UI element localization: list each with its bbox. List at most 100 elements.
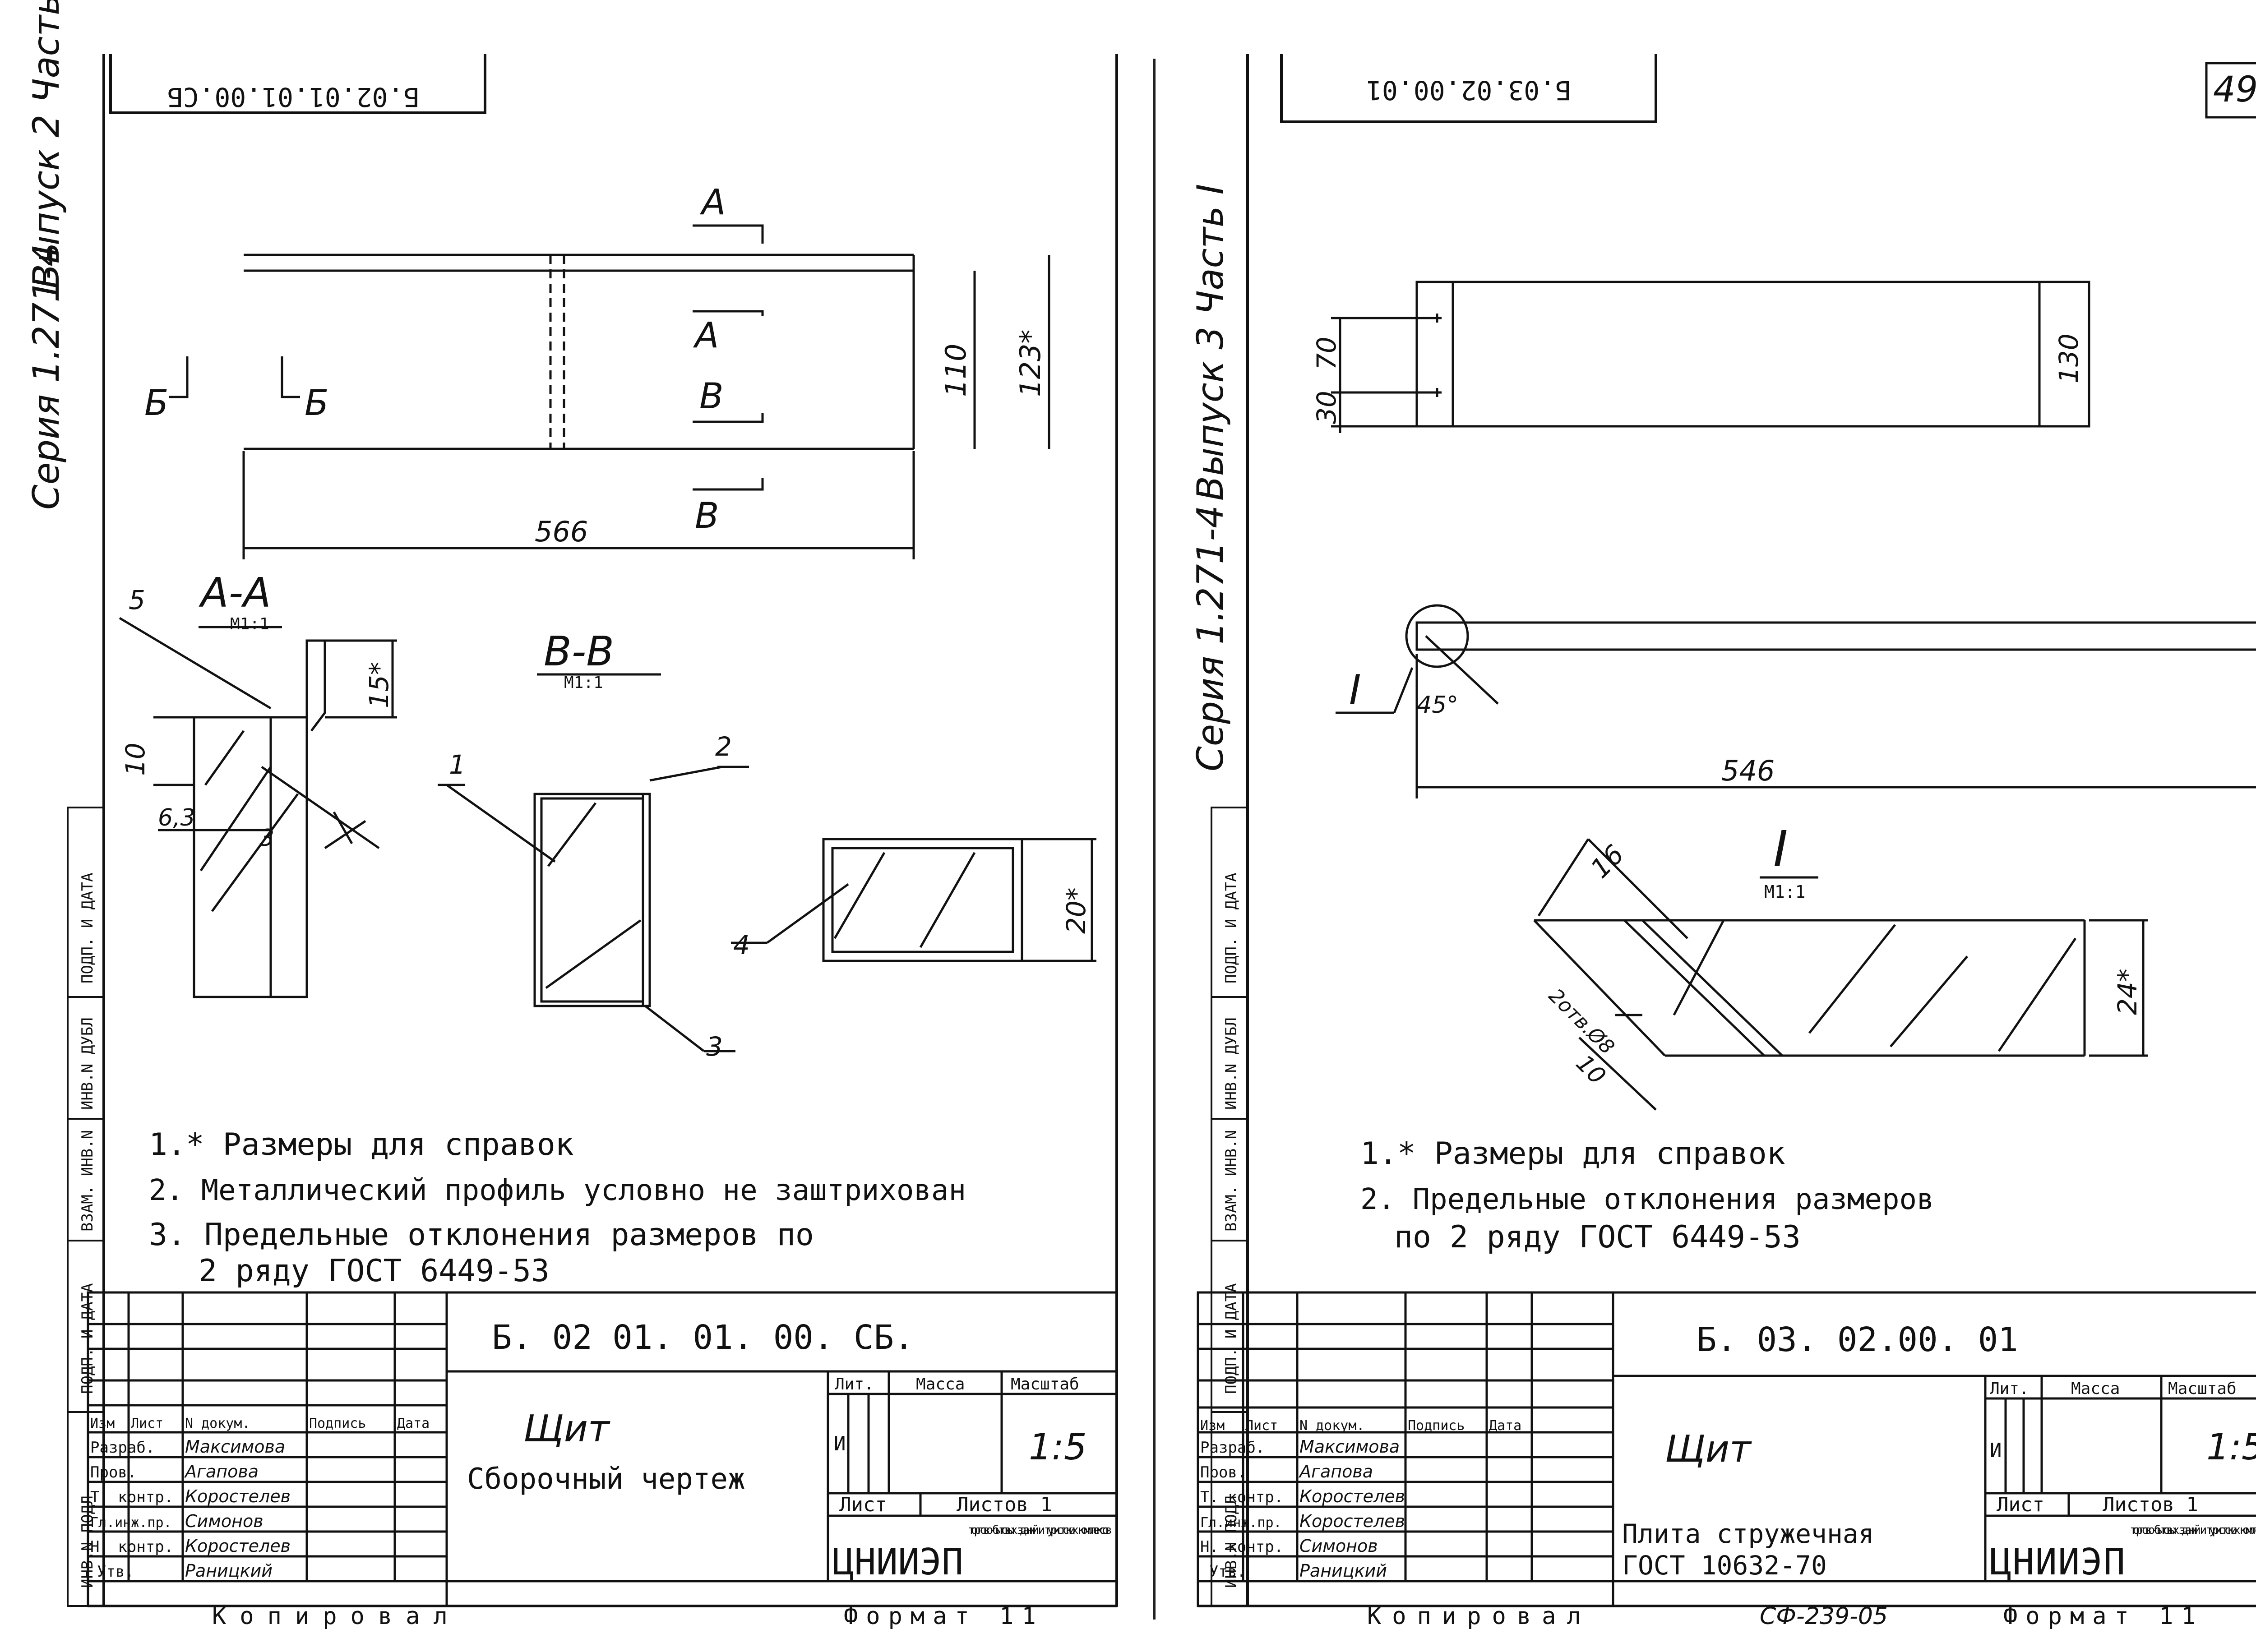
- svg-text:N докум.: N докум.: [1299, 1418, 1365, 1434]
- dim-10: 10: [120, 743, 151, 776]
- page-number: 49: [2213, 69, 2256, 110]
- svg-text:Симонов: Симонов: [185, 1511, 264, 1531]
- marker-b-left: Б: [144, 383, 169, 424]
- svg-text:ВЗАМ. ИНВ.N: ВЗАМ. ИНВ.N: [79, 1130, 97, 1232]
- right-doc-code: Б. 03. 02.00. 01: [1697, 1320, 2018, 1359]
- marker-v-mid: В: [699, 376, 724, 417]
- svg-text:Лист: Лист: [131, 1416, 163, 1431]
- page-number-box: [2205, 62, 2256, 119]
- left-title-block: [87, 1291, 1118, 1607]
- left-stamp-strip: ИНВ.N ПОДЛ ПОДП. И ДАТА ВЗАМ. ИНВ.N ИНВ.…: [67, 807, 105, 1607]
- svg-text:2 ряду ГОСТ 6449-53: 2 ряду ГОСТ 6449-53: [199, 1253, 550, 1289]
- dim-16: 16: [1585, 839, 1630, 884]
- svg-text:Пров.: Пров.: [1200, 1463, 1246, 1481]
- right-tb-labels: Лит. Масса Масштаб И 1:5 Лист Листов 1 Ц…: [1200, 1380, 2256, 1630]
- svg-text:Разраб.: Разраб.: [90, 1439, 155, 1457]
- right-margin-series: Серия 1.271-4: [1189, 505, 1231, 771]
- right-margin-issue: Выпуск 3 Часть I: [1189, 184, 1231, 501]
- svg-text:ИНВ.N ДУБЛ: ИНВ.N ДУБЛ: [79, 1017, 97, 1110]
- svg-text:Формат 11: Формат 11: [844, 1603, 1044, 1630]
- dim-3: 3: [259, 825, 274, 852]
- svg-text:Изм: Изм: [90, 1416, 115, 1431]
- left-drawing-sheet: Б.02.01.01.00.СБ Серия 1.271-4 Выпуск 2 …: [25, 0, 1118, 1630]
- svg-text:1:5: 1:5: [2206, 1426, 2256, 1468]
- section-aa-scale: М1:1: [230, 615, 269, 633]
- svg-text:Утв.: Утв.: [1209, 1563, 1246, 1581]
- svg-text:Копировал: Копировал: [1367, 1603, 1592, 1630]
- svg-text:по 2 ряду ГОСТ 6449-53: по 2 ряду ГОСТ 6449-53: [1394, 1219, 1801, 1255]
- svg-text:Подпись: Подпись: [1408, 1418, 1465, 1434]
- svg-text:торгово-бытовых зданий и турис: торгово-бытовых зданий и туристских комп…: [2130, 1523, 2256, 1537]
- svg-text:ПОДП. И ДАТА: ПОДП. И ДАТА: [1222, 1283, 1240, 1394]
- detail-marker-I: I: [1349, 666, 1361, 714]
- svg-text:Раницкий: Раницкий: [185, 1561, 273, 1581]
- svg-text:Максимова: Максимова: [185, 1437, 285, 1457]
- svg-text:Т. контр.: Т. контр.: [1200, 1488, 1283, 1506]
- callout-1: 1: [449, 749, 466, 780]
- svg-text:Лист: Лист: [839, 1493, 887, 1516]
- svg-text:Н. контр.: Н. контр.: [90, 1538, 173, 1556]
- svg-text:Коростелев: Коростелев: [185, 1486, 291, 1506]
- left-margin-issue: Выпуск 2 Часть I: [25, 0, 67, 289]
- left-doc-name: Щит: [523, 1407, 610, 1450]
- dim-24: 24*: [2112, 969, 2143, 1015]
- svg-text:Изм: Изм: [1200, 1418, 1225, 1434]
- svg-text:3. Предельные отклонения разме: 3. Предельные отклонения размеров по: [149, 1217, 814, 1253]
- left-drawing-svg: Б.02.01.01.00.СБ Серия 1.271-4 Выпуск 2 …: [25, 0, 1118, 1630]
- dim-15: 15*: [364, 662, 394, 708]
- section-vv-title: В-В: [544, 628, 614, 675]
- svg-text:Листов 1: Листов 1: [2103, 1493, 2198, 1516]
- marker-b-right: Б: [305, 383, 329, 424]
- right-drawing-sheet: Б.03.02.00.01 49 Серия 1.271-4 Выпуск 3 …: [1155, 0, 2256, 1652]
- section-aa-drawing: [119, 617, 397, 998]
- board-edge-view: [1336, 604, 2256, 798]
- svg-text:Т. контр.: Т. контр.: [90, 1488, 173, 1506]
- svg-text:Агапова: Агапова: [1298, 1462, 1373, 1481]
- svg-text:Максимова: Максимова: [1299, 1437, 1400, 1457]
- svg-text:Дата: Дата: [1489, 1418, 1521, 1434]
- svg-text:Лит.: Лит.: [835, 1375, 874, 1394]
- svg-text:Н. контр.: Н. контр.: [1200, 1538, 1283, 1556]
- svg-text:Масштаб: Масштаб: [1011, 1375, 1079, 1394]
- svg-text:торгово-бытовых зданий и турис: торгово-бытовых зданий и туристских комп…: [968, 1523, 1112, 1537]
- left-margin-series: Серия 1.271-4: [25, 244, 67, 510]
- left-tb-labels: Лит. Масса Масштаб И 1:5 Лист Листов 1 Ц…: [90, 1375, 1112, 1630]
- svg-text:ВЗАМ. ИНВ.N: ВЗАМ. ИНВ.N: [1222, 1130, 1240, 1232]
- right-doc-name: Щит: [1665, 1428, 1752, 1471]
- svg-text:2. Металлический профиль услов: 2. Металлический профиль условно не зашт…: [149, 1174, 966, 1207]
- left-doc-subname: Сборочный чертеж: [467, 1463, 745, 1496]
- dim-30: 30: [1311, 391, 1342, 424]
- dim-123: 123*: [1014, 330, 1047, 397]
- profile-4-drawing: [731, 838, 1096, 962]
- detail-scale: М1:1: [1764, 882, 1806, 902]
- detail-I-drawing: [1533, 838, 2148, 1111]
- right-code-box: [1280, 54, 1657, 123]
- svg-text:1:5: 1:5: [1029, 1426, 1087, 1468]
- left-notes: 1.* Размеры для справок 2. Металлический…: [149, 1127, 966, 1289]
- svg-text:Лист: Лист: [1997, 1493, 2044, 1516]
- callout-2: 2: [715, 731, 732, 762]
- right-title-block: [1197, 1291, 2256, 1607]
- svg-text:Разраб.: Разраб.: [1200, 1439, 1265, 1457]
- svg-text:2. Предельные отклонения разме: 2. Предельные отклонения размеров: [1360, 1183, 1934, 1216]
- angle-45: 45°: [1417, 692, 1458, 719]
- dim-130: 130: [2053, 333, 2084, 383]
- dim-546: 546: [1721, 754, 1775, 787]
- svg-text:1.* Размеры для справок: 1.* Размеры для справок: [149, 1127, 574, 1163]
- left-code-box: [109, 54, 486, 114]
- svg-text:Масштаб: Масштаб: [2168, 1380, 2237, 1398]
- marker-v-low: В: [695, 496, 719, 536]
- svg-text:Пров.: Пров.: [90, 1463, 136, 1481]
- svg-text:Раницкий: Раницкий: [1299, 1561, 1387, 1581]
- right-stamp-strip: ИНВ.N ПОДЛ ПОДП. И ДАТА ВЗАМ. ИНВ.N ИНВ.…: [1211, 807, 1248, 1607]
- dim-110: 110: [939, 344, 972, 397]
- svg-text:СФ-239-05: СФ-239-05: [1760, 1603, 1888, 1630]
- section-aa-title: А-А: [199, 569, 271, 617]
- svg-text:Масса: Масса: [916, 1375, 965, 1394]
- svg-text:Утв.: Утв.: [97, 1563, 134, 1581]
- callout-5: 5: [129, 585, 145, 615]
- svg-text:Лист: Лист: [1245, 1418, 1278, 1434]
- svg-text:Лит.: Лит.: [1990, 1380, 2029, 1398]
- svg-text:Формат 11: Формат 11: [2003, 1603, 2204, 1630]
- left-doc-code: Б. 02 01. 01. 00. СБ.: [492, 1318, 914, 1357]
